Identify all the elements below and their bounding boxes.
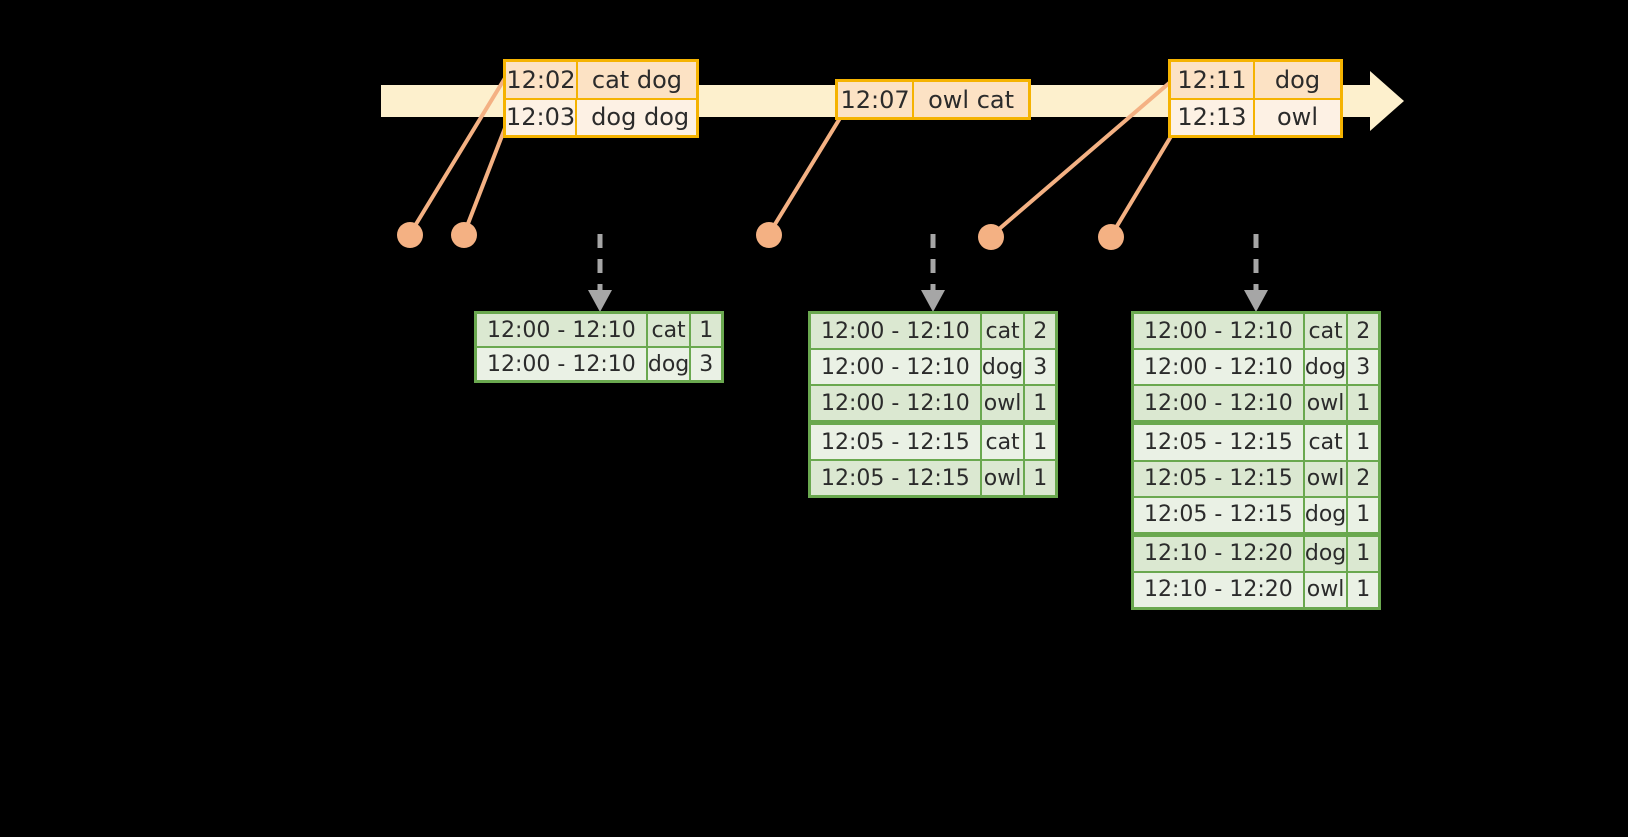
event-time: 12:07: [838, 82, 915, 117]
window-cell: 12:05 - 12:15: [811, 425, 980, 459]
table-row: 12:10 - 12:20 dog 1: [1134, 536, 1378, 571]
count-cell: 1: [1348, 497, 1378, 532]
count-cell: 3: [691, 348, 721, 380]
table-row: 12:05 - 12:15 dog 1: [1134, 497, 1378, 532]
table-row: 12:00 - 12:10 cat 2: [811, 314, 1055, 348]
event-row: 12:03 dog dog: [506, 97, 696, 135]
window-cell: 12:10 - 12:20: [1134, 536, 1303, 571]
count-cell: 1: [691, 314, 721, 346]
connector-dot-1: [397, 222, 423, 248]
window-cell: 12:00 - 12:10: [1134, 314, 1303, 349]
window-cell: 12:00 - 12:10: [1134, 386, 1303, 421]
key-cell: owl: [981, 461, 1024, 495]
window-cell: 12:00 - 12:10: [811, 350, 980, 384]
window-cell: 12:00 - 12:10: [811, 386, 980, 420]
key-cell: cat: [647, 314, 690, 346]
window-cell: 12:00 - 12:10: [477, 348, 646, 380]
count-cell: 3: [1348, 350, 1378, 385]
key-cell: dog: [1304, 497, 1347, 532]
connector-dot-2: [451, 222, 477, 248]
key-cell: cat: [1304, 314, 1347, 349]
key-cell: owl: [1304, 386, 1347, 421]
event-row: 12:13 owl: [1171, 97, 1340, 135]
window-cell: 12:05 - 12:15: [811, 461, 980, 495]
event-time: 12:13: [1171, 99, 1255, 135]
event-payload: owl: [1277, 103, 1318, 132]
window-cell: 12:05 - 12:15: [1134, 497, 1303, 532]
connector-dot-5: [1098, 224, 1124, 250]
count-cell: 1: [1348, 425, 1378, 460]
table-row: 12:00 - 12:10 dog 3: [477, 348, 721, 380]
key-cell: dog: [1304, 536, 1347, 571]
flow-arrow-head-1: [588, 290, 612, 312]
key-cell: cat: [981, 425, 1024, 459]
flow-arrow-head-2: [921, 290, 945, 312]
count-cell: 3: [1025, 350, 1055, 384]
event-time: 12:02: [506, 62, 578, 98]
count-cell: 2: [1348, 314, 1378, 349]
timeline-arrowhead-icon: [1370, 71, 1404, 131]
event-group-1: 12:02 cat dog 12:03 dog dog: [503, 59, 699, 138]
count-cell: 1: [1025, 386, 1055, 420]
event-row: 12:11 dog: [1171, 62, 1340, 98]
count-cell: 1: [1025, 425, 1055, 459]
table-row: 12:00 - 12:10 owl 1: [811, 386, 1055, 420]
window-cell: 12:00 - 12:10: [477, 314, 646, 346]
table-row: 12:05 - 12:15 cat 1: [1134, 425, 1378, 460]
table-row: 12:00 - 12:10 dog 3: [811, 350, 1055, 384]
event-payload: owl cat: [928, 85, 1014, 114]
event-time: 12:11: [1171, 62, 1255, 98]
event-payload: dog dog: [591, 103, 690, 132]
key-cell: dog: [647, 348, 690, 380]
key-cell: dog: [981, 350, 1024, 384]
event-row: 12:07 owl cat: [838, 82, 1028, 117]
event-payload: cat dog: [591, 65, 682, 94]
table-row: 12:00 - 12:10 owl 1: [1134, 386, 1378, 421]
table-row: 12:10 - 12:20 owl 1: [1134, 572, 1378, 607]
table-row: 12:00 - 12:10 dog 3: [1134, 350, 1378, 385]
connector-line-2: [462, 127, 507, 235]
connector-line-3: [767, 108, 847, 236]
count-cell: 1: [1348, 536, 1378, 571]
event-time: 12:03: [506, 99, 578, 135]
result-table-3: 12:00 - 12:10 cat 2 12:00 - 12:10 dog 3 …: [1131, 311, 1381, 610]
count-cell: 2: [1348, 461, 1378, 496]
event-row: 12:02 cat dog: [506, 62, 696, 98]
result-table-2: 12:00 - 12:10 cat 2 12:00 - 12:10 dog 3 …: [808, 311, 1058, 498]
count-cell: 2: [1025, 314, 1055, 348]
table-row: 12:00 - 12:10 cat 2: [1134, 314, 1378, 349]
key-cell: owl: [981, 386, 1024, 420]
key-cell: cat: [981, 314, 1024, 348]
table-row: 12:05 - 12:15 owl 2: [1134, 461, 1378, 496]
window-cell: 12:05 - 12:15: [1134, 461, 1303, 496]
key-cell: cat: [1304, 425, 1347, 460]
table-row: 12:05 - 12:15 cat 1: [811, 425, 1055, 459]
window-cell: 12:00 - 12:10: [1134, 350, 1303, 385]
flow-arrow-head-3: [1244, 290, 1268, 312]
connector-line-5: [1109, 126, 1178, 238]
connector-dot-4: [978, 224, 1004, 250]
table-row: 12:00 - 12:10 cat 1: [477, 314, 721, 346]
window-cell: 12:00 - 12:10: [811, 314, 980, 348]
key-cell: owl: [1304, 572, 1347, 607]
event-group-2: 12:07 owl cat: [835, 79, 1031, 120]
key-cell: dog: [1304, 350, 1347, 385]
count-cell: 1: [1025, 461, 1055, 495]
connector-dot-3: [756, 222, 782, 248]
count-cell: 1: [1348, 572, 1378, 607]
window-cell: 12:05 - 12:15: [1134, 425, 1303, 460]
table-row: 12:05 - 12:15 owl 1: [811, 461, 1055, 495]
key-cell: owl: [1304, 461, 1347, 496]
event-group-3: 12:11 dog 12:13 owl: [1168, 59, 1343, 138]
count-cell: 1: [1348, 386, 1378, 421]
window-cell: 12:10 - 12:20: [1134, 572, 1303, 607]
event-payload: dog: [1274, 65, 1321, 94]
result-table-1: 12:00 - 12:10 cat 1 12:00 - 12:10 dog 3: [474, 311, 724, 383]
